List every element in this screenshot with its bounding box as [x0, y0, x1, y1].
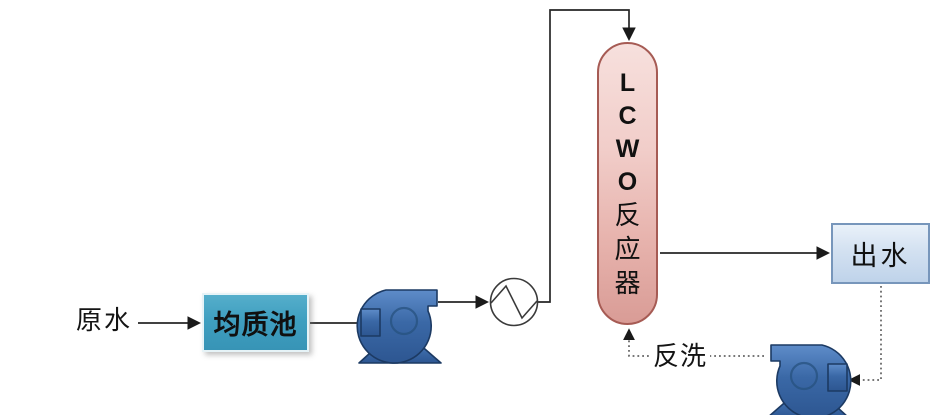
raw-water-label: 原水 [76, 306, 133, 335]
backwash-label: 反洗 [650, 342, 711, 372]
lcwo-reactor-column: L C W O 反 应 器 [597, 42, 658, 325]
effluent-box: 出水 [831, 223, 930, 284]
heat-exchanger-zigzag [490, 284, 538, 320]
line-heat-exchanger-to-reactor-top [537, 9, 636, 303]
reactor-char: 反 [614, 201, 641, 230]
solid-flow-lines [138, 9, 831, 330]
pump-impeller [389, 306, 419, 336]
pump-inlet [360, 308, 381, 337]
reactor-char: O [617, 168, 638, 196]
line-effluent-to-backwash-pump [848, 286, 882, 386]
reactor-char: L [619, 69, 636, 97]
feed-pump-icon [356, 289, 442, 364]
effluent-label: 出水 [850, 241, 911, 271]
reactor-char: W [615, 135, 640, 163]
line-backwash-pump-to-reactor-bottom [623, 328, 764, 357]
heat-exchanger-icon [489, 277, 539, 327]
homogenization-tank-box: 均质池 [202, 293, 309, 352]
backwash-pump-icon [765, 343, 852, 415]
reactor-char: C [618, 102, 637, 130]
dotted-backwash-lines [623, 286, 882, 386]
reactor-char: 器 [614, 269, 641, 298]
homogenization-tank-label: 均质池 [213, 310, 298, 340]
reactor-char: 应 [614, 235, 641, 264]
